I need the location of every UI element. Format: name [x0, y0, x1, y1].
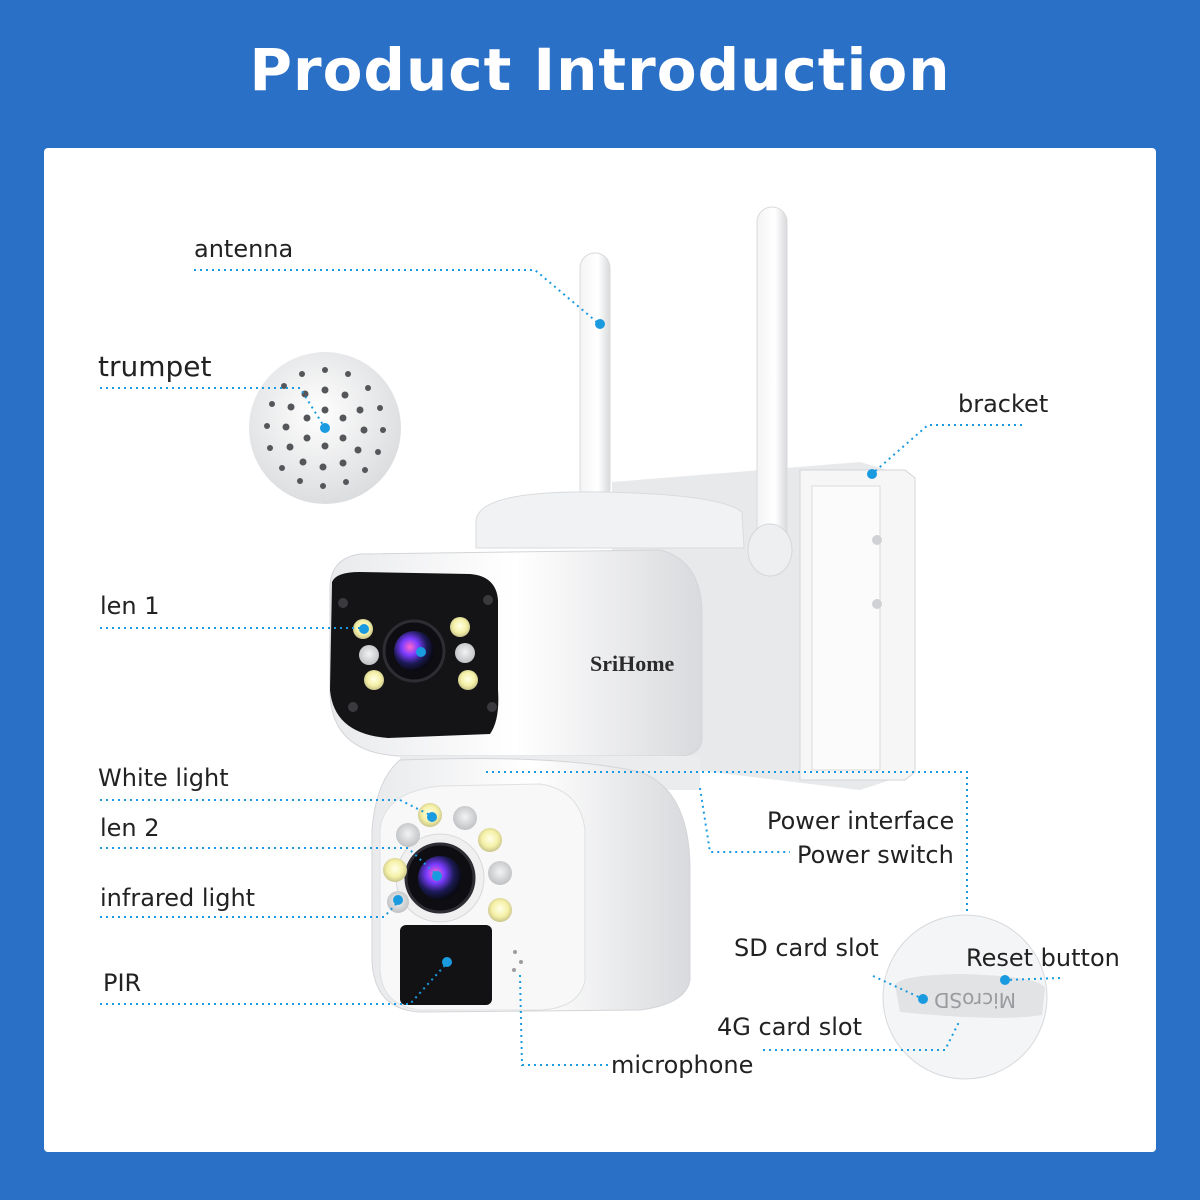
sd-card-inset: MicroSD	[882, 914, 1048, 1080]
page-title: Product Introduction	[249, 36, 951, 104]
camera-upper-body	[329, 491, 745, 757]
label-reset-button: Reset button	[966, 944, 1120, 972]
label-power-interface: Power interface	[767, 807, 955, 835]
label-power-switch: Power switch	[797, 841, 954, 869]
antenna	[579, 206, 793, 577]
label-trumpet: trumpet	[98, 350, 212, 383]
leader-dots	[320, 319, 1010, 1004]
leader-lines	[100, 269, 1061, 1066]
label-infrared-light: infrared light	[100, 884, 256, 912]
label-len-2: len 2	[100, 814, 160, 842]
camera-lower-body	[371, 758, 691, 1013]
label-4g-card-slot: 4G card slot	[717, 1013, 862, 1041]
label-pir: PIR	[103, 969, 142, 997]
label-white-light: White light	[98, 764, 229, 792]
label-len-1: len 1	[100, 592, 160, 620]
brand-logo: SriHome	[590, 651, 675, 676]
label-microphone: microphone	[611, 1051, 754, 1079]
label-bracket: bracket	[958, 390, 1049, 418]
label-antenna: antenna	[194, 235, 294, 263]
card-slot-text: MicroSD	[934, 988, 1016, 1012]
label-sd-card-slot: SD card slot	[734, 934, 879, 962]
